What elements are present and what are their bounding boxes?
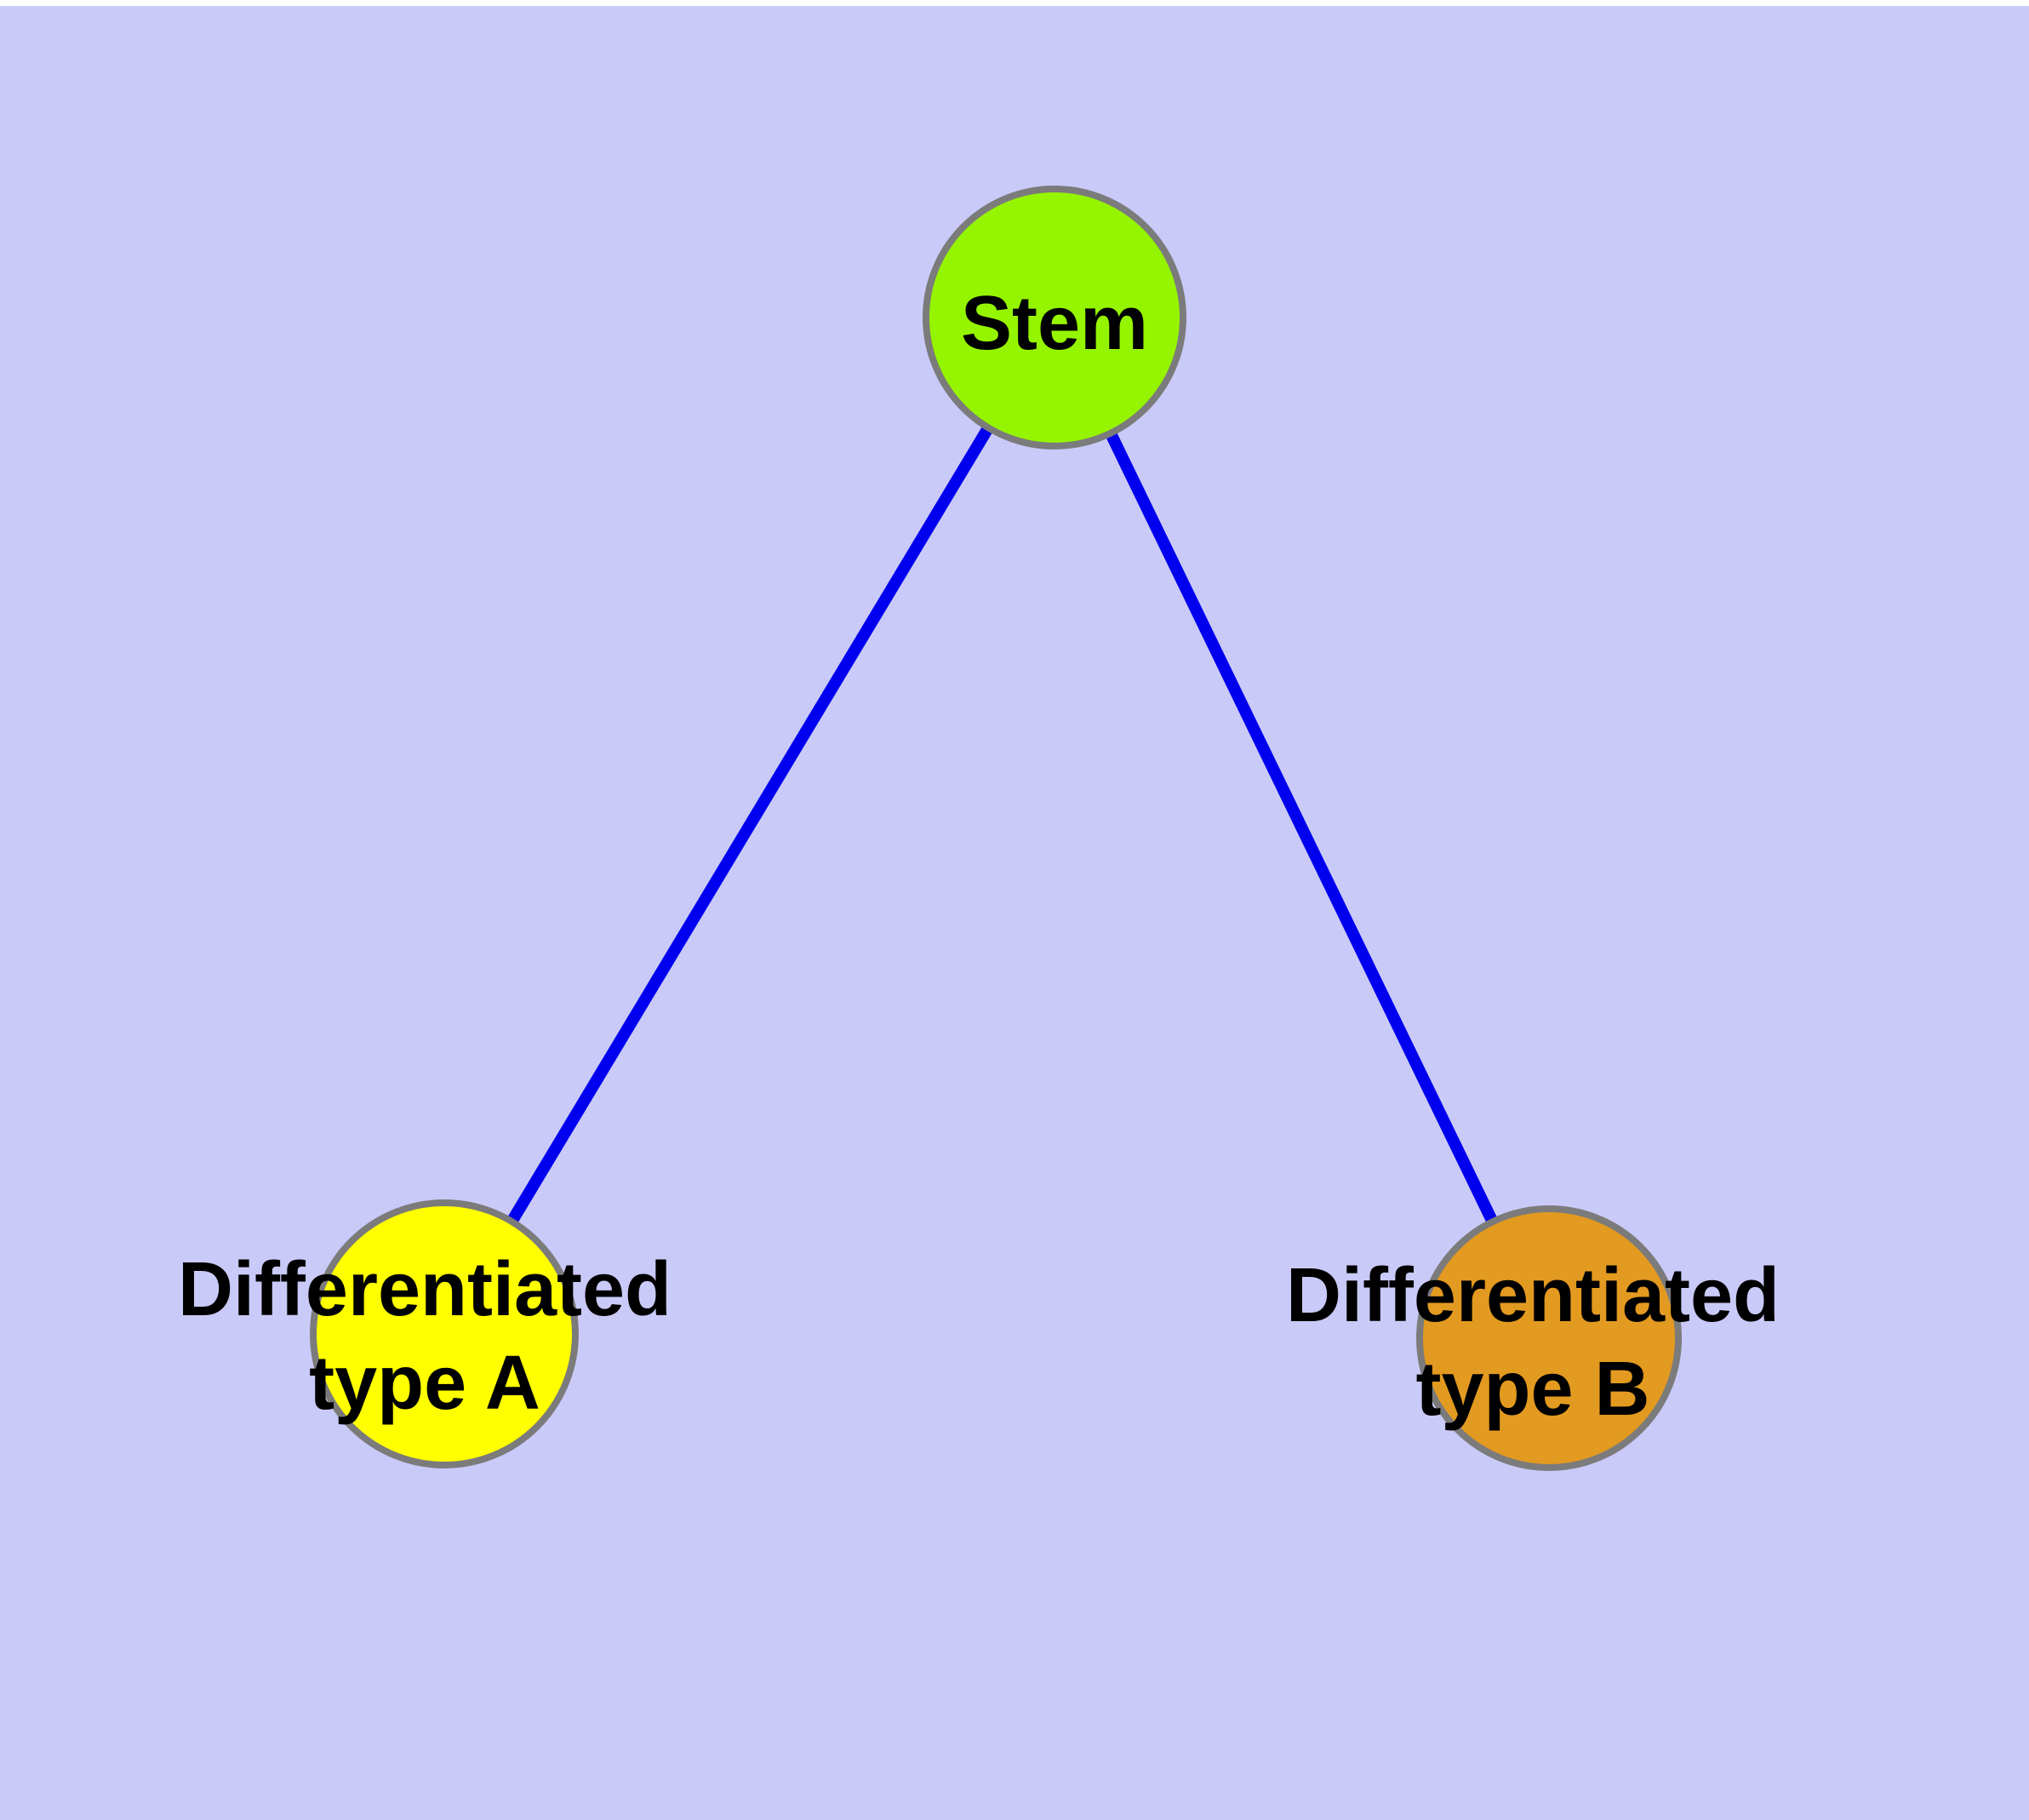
node-stem [923, 186, 1186, 449]
node-differentiated-type-a-label-line2: type A [309, 1341, 540, 1426]
node-differentiated-type-b [1416, 1205, 1682, 1471]
node-differentiated-type-b-label-line1: Differentiated [1286, 1253, 1780, 1338]
top-strip [0, 0, 2029, 6]
edge-stem-to-type-a [438, 314, 1060, 1337]
edge-stem-to-type-b [1049, 314, 1555, 1342]
node-differentiated-type-b-label-line2: type B [1415, 1347, 1649, 1432]
node-stem-label: Stem [961, 281, 1148, 366]
node-differentiated-type-a [310, 1199, 579, 1468]
node-differentiated-type-a-label-line1: Differentiated [178, 1247, 672, 1332]
